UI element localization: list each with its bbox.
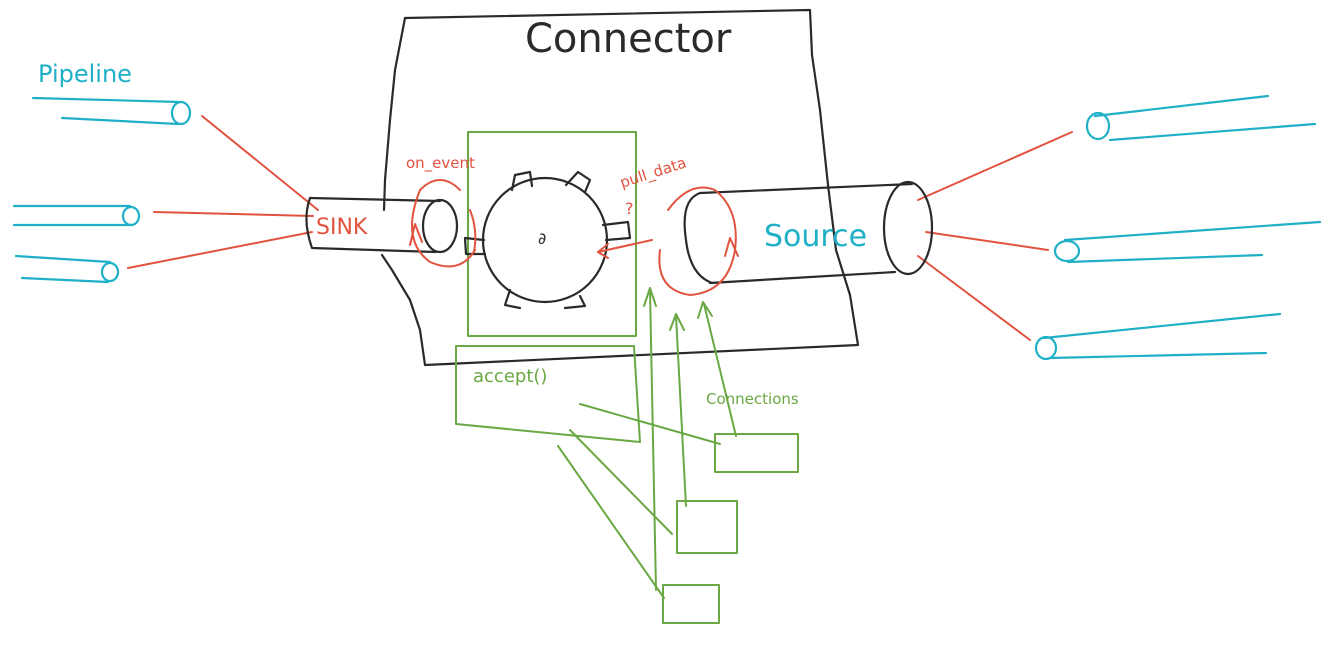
source-cylinder (683, 180, 934, 285)
connections-label: Connections (706, 390, 799, 408)
sink-label: SINK (316, 215, 368, 240)
right-pipe-1 (1085, 94, 1317, 142)
source-label: Source (764, 219, 867, 254)
right-connection-lines (917, 131, 1073, 341)
left-connection-lines (127, 115, 319, 269)
core-box (467, 131, 637, 337)
pull-data-loop (597, 186, 739, 296)
connection-box-3 (662, 584, 720, 624)
left-pipe-2 (12, 204, 141, 227)
pipeline-label: Pipeline (38, 60, 132, 88)
accept-box (455, 345, 641, 443)
connector-box (380, 8, 860, 367)
connection-arrows (643, 287, 737, 591)
on-event-label: on_event (406, 154, 475, 173)
right-pipe-2 (1053, 220, 1322, 264)
on-event-loop (409, 179, 477, 268)
sink-cylinder (305, 196, 459, 254)
pull-data-label: pull_data (618, 153, 689, 192)
connection-box-1 (714, 433, 799, 473)
gear-icon (463, 170, 632, 310)
accept-label: accept() (473, 366, 547, 387)
left-pipe-1 (31, 96, 192, 126)
connection-box-2 (676, 500, 738, 554)
connector-label: Connector (525, 16, 732, 62)
gear-center-mark: ∂ (538, 229, 546, 248)
right-pipe-3 (1034, 312, 1282, 361)
question-mark: ? (625, 199, 634, 218)
left-pipe-3 (14, 254, 120, 284)
